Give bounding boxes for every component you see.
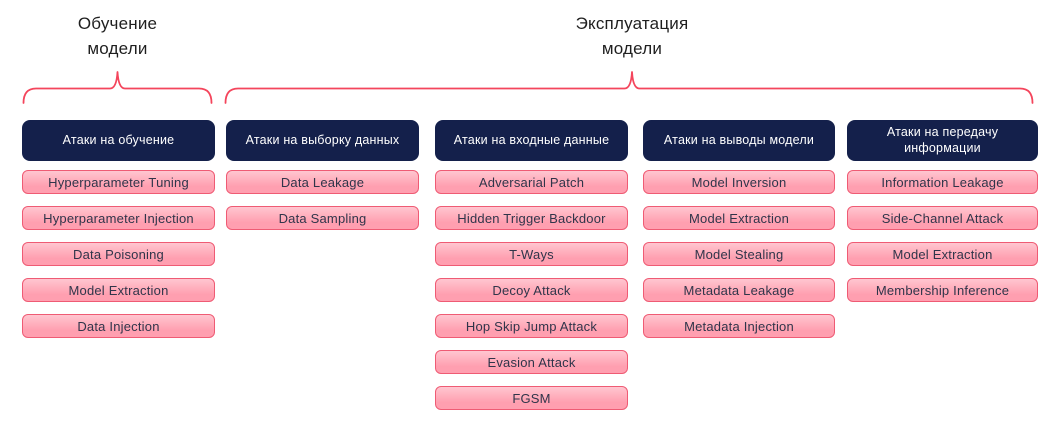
attack-item-metadata-leakage: Metadata Leakage bbox=[643, 278, 835, 302]
attack-item-data-poisoning: Data Poisoning bbox=[22, 242, 215, 266]
attack-item-data-injection: Data Injection bbox=[22, 314, 215, 338]
label-model-exploitation: Эксплуатация модели bbox=[575, 14, 689, 58]
column-header: Атаки на обучение bbox=[22, 120, 215, 161]
attack-item-model-extraction: Model Extraction bbox=[643, 206, 835, 230]
brace-exploitation bbox=[224, 71, 1034, 104]
column-header: Атаки на выводы модели bbox=[643, 120, 835, 161]
attack-item-adversarial-patch: Adversarial Patch bbox=[435, 170, 628, 194]
attack-item-information-leakage: Information Leakage bbox=[847, 170, 1038, 194]
attack-item-model-extraction: Model Extraction bbox=[847, 242, 1038, 266]
attack-item-t-ways: T-Ways bbox=[435, 242, 628, 266]
attack-item-model-stealing: Model Stealing bbox=[643, 242, 835, 266]
column-header: Атаки на передачу информации bbox=[847, 120, 1038, 161]
attack-item-metadata-injection: Metadata Injection bbox=[643, 314, 835, 338]
attack-item-decoy-attack: Decoy Attack bbox=[435, 278, 628, 302]
attack-item-data-sampling: Data Sampling bbox=[226, 206, 419, 230]
attack-item-hop-skip-jump-attack: Hop Skip Jump Attack bbox=[435, 314, 628, 338]
attack-item-side-channel-attack: Side-Channel Attack bbox=[847, 206, 1038, 230]
column-header: Атаки на входные данные bbox=[435, 120, 628, 161]
attack-item-data-leakage: Data Leakage bbox=[226, 170, 419, 194]
attack-item-evasion-attack: Evasion Attack bbox=[435, 350, 628, 374]
brace-training bbox=[22, 71, 213, 104]
label-model-training: Обучение модели bbox=[77, 14, 158, 58]
attack-item-hyperparameter-injection: Hyperparameter Injection bbox=[22, 206, 215, 230]
attack-item-fgsm: FGSM bbox=[435, 386, 628, 410]
attack-item-model-inversion: Model Inversion bbox=[643, 170, 835, 194]
attack-item-model-extraction: Model Extraction bbox=[22, 278, 215, 302]
attack-item-membership-inference: Membership Inference bbox=[847, 278, 1038, 302]
column-header: Атаки на выборку данных bbox=[226, 120, 419, 161]
attack-item-hyperparameter-tuning: Hyperparameter Tuning bbox=[22, 170, 215, 194]
attack-item-hidden-trigger-backdoor: Hidden Trigger Backdoor bbox=[435, 206, 628, 230]
